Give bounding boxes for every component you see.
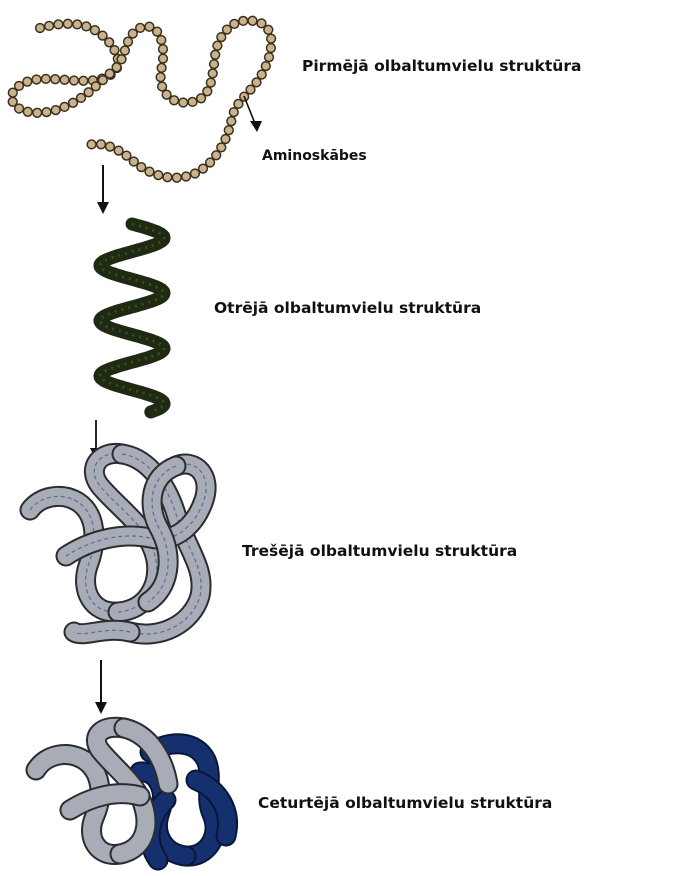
arrow-tertiary-to-quaternary bbox=[95, 660, 107, 714]
quaternary-structure-label: Ceturtējā olbaltumvielu struktūra bbox=[258, 794, 552, 812]
amino-acids-label: Aminoskābes bbox=[262, 148, 367, 164]
primary-structure-label: Pirmējā olbaltumvielu struktūra bbox=[302, 57, 581, 75]
primary-structure-bead-chain bbox=[8, 16, 275, 182]
secondary-structure-label: Otrējā olbaltumvielu struktūra bbox=[214, 299, 481, 317]
quaternary-structure-complex bbox=[36, 727, 228, 860]
tertiary-structure-fold bbox=[30, 453, 206, 634]
secondary-structure-helix bbox=[100, 224, 164, 412]
arrow-primary-to-secondary bbox=[97, 165, 109, 214]
tertiary-structure-label: Trešējā olbaltumvielu struktūra bbox=[242, 542, 517, 560]
amino-acid-pointer-arrow bbox=[244, 96, 262, 132]
